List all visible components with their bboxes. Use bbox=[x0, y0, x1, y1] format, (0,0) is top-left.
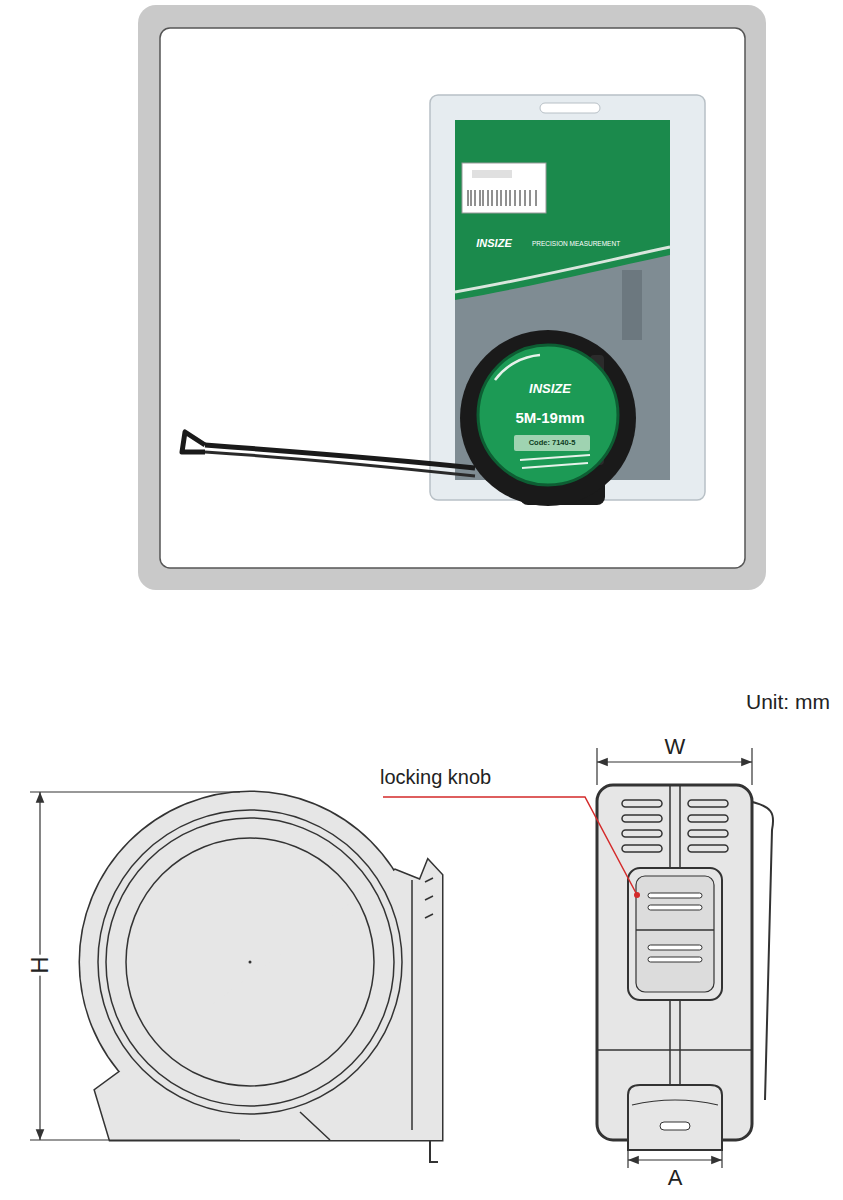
front-view bbox=[80, 792, 442, 1162]
wrist-strap bbox=[182, 432, 475, 476]
dimension-label: H bbox=[27, 954, 53, 975]
part-name: locking knob bbox=[380, 766, 491, 788]
dimension-label: A bbox=[668, 1166, 683, 1190]
dimension-lines bbox=[30, 748, 752, 1168]
side-view bbox=[597, 785, 773, 1150]
brand-logo: INSIZE bbox=[476, 237, 511, 249]
tape-measure-photo bbox=[460, 330, 636, 506]
brand-logo: INSIZE bbox=[529, 382, 571, 396]
dimension-label: W bbox=[665, 735, 686, 759]
product-code: Code: 7140-5 bbox=[529, 439, 576, 447]
model-text: 5M-19mm bbox=[515, 410, 584, 427]
unit-note: Unit: mm bbox=[746, 690, 830, 713]
photo-panel bbox=[138, 5, 766, 590]
brand-slogan: PRECISION MEASUREMENT bbox=[532, 240, 620, 247]
leader-line bbox=[383, 797, 640, 898]
